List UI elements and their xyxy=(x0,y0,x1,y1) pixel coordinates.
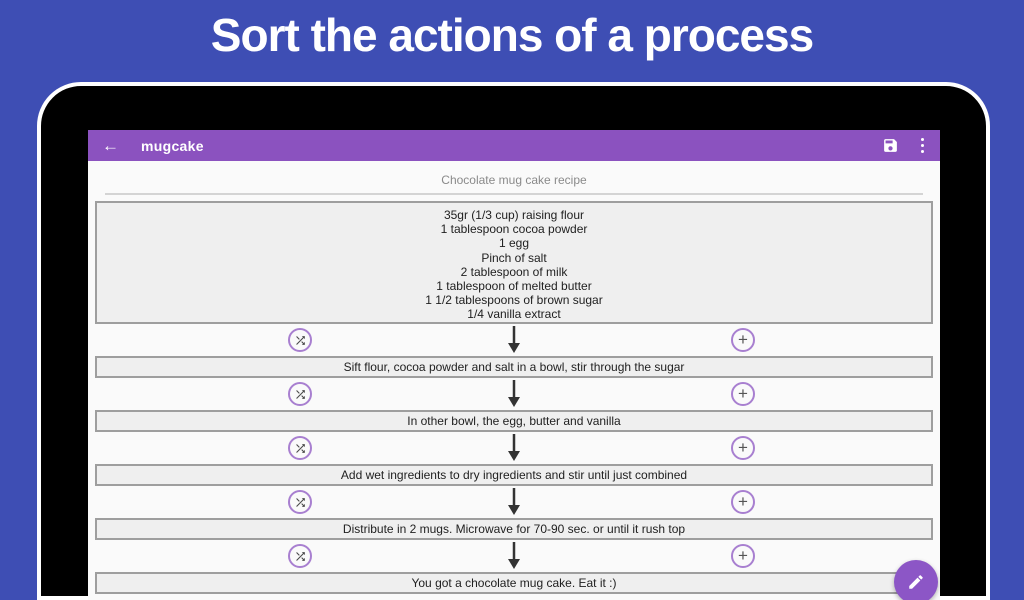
shuffle-icon xyxy=(295,443,305,453)
connector-row: + xyxy=(95,378,933,410)
save-icon[interactable] xyxy=(882,137,899,154)
ingredient-line: 2 tablespoon of milk xyxy=(460,264,568,279)
ingredients-box[interactable]: 35gr (1/3 cup) raising flour 1 tablespoo… xyxy=(95,201,933,324)
shuffle-icon xyxy=(295,551,305,561)
plus-icon: + xyxy=(738,329,748,349)
swap-steps-button[interactable] xyxy=(288,436,312,460)
overflow-menu-icon[interactable] xyxy=(915,137,931,154)
ingredient-line: 1 1/2 tablespoons of brown sugar xyxy=(425,293,603,308)
ingredient-line: 1 tablespoon of melted butter xyxy=(436,279,592,294)
add-step-button[interactable]: + xyxy=(731,436,755,460)
step-box[interactable]: Distribute in 2 mugs. Microwave for 70-9… xyxy=(95,518,933,540)
app-screen: ← mugcake Chocolate mug cake recipe 35gr… xyxy=(88,130,940,600)
step-box[interactable]: Add wet ingredients to dry ingredients a… xyxy=(95,464,933,486)
add-step-button[interactable]: + xyxy=(731,382,755,406)
page-title: Sort the actions of a process xyxy=(210,9,814,61)
plus-icon: + xyxy=(738,383,748,403)
connector-row: + xyxy=(95,324,933,356)
edit-fab-button[interactable] xyxy=(894,560,938,600)
connector-row: + xyxy=(95,432,933,464)
pencil-icon xyxy=(909,575,923,589)
step-box[interactable]: You got a chocolate mug cake. Eat it :) xyxy=(95,572,933,594)
flow-down-arrow-icon xyxy=(508,326,520,353)
ingredient-line: 1 tablespoon cocoa powder xyxy=(440,222,588,237)
connector-row: + xyxy=(95,486,933,518)
app-bar: ← mugcake xyxy=(88,130,940,161)
swap-steps-button[interactable] xyxy=(288,544,312,568)
step-box[interactable]: Sift flour, cocoa powder and salt in a b… xyxy=(95,356,933,378)
plus-icon: + xyxy=(738,545,748,565)
add-step-button[interactable]: + xyxy=(731,490,755,514)
app-bar-actions xyxy=(882,130,931,161)
swap-steps-button[interactable] xyxy=(288,490,312,514)
plus-icon: + xyxy=(738,491,748,511)
step-box[interactable]: In other bowl, the egg, butter and vanil… xyxy=(95,410,933,432)
ingredient-line: 1 egg xyxy=(498,236,530,251)
flow-down-arrow-icon xyxy=(508,542,520,569)
plus-icon: + xyxy=(738,437,748,457)
flow-down-arrow-icon xyxy=(508,488,520,515)
connector-row: + xyxy=(95,540,933,572)
shuffle-icon xyxy=(295,335,305,345)
swap-steps-button[interactable] xyxy=(288,382,312,406)
add-step-button[interactable]: + xyxy=(731,328,755,352)
ingredient-line: 1/4 vanilla extract xyxy=(467,307,561,322)
flow-down-arrow-icon xyxy=(508,380,520,407)
ingredient-line: 35gr (1/3 cup) raising flour xyxy=(443,208,585,222)
process-flow: 35gr (1/3 cup) raising flour 1 tablespoo… xyxy=(88,201,940,594)
shuffle-icon xyxy=(295,497,305,507)
swap-steps-button[interactable] xyxy=(288,328,312,352)
ingredient-line: Pinch of salt xyxy=(481,250,547,265)
process-title: Chocolate mug cake recipe xyxy=(441,173,587,187)
app-bar-title: mugcake xyxy=(141,137,204,154)
add-step-button[interactable]: + xyxy=(731,544,755,568)
shuffle-icon xyxy=(295,389,305,399)
divider xyxy=(105,193,923,195)
flow-down-arrow-icon xyxy=(508,434,520,461)
back-icon[interactable]: ← xyxy=(102,136,119,155)
